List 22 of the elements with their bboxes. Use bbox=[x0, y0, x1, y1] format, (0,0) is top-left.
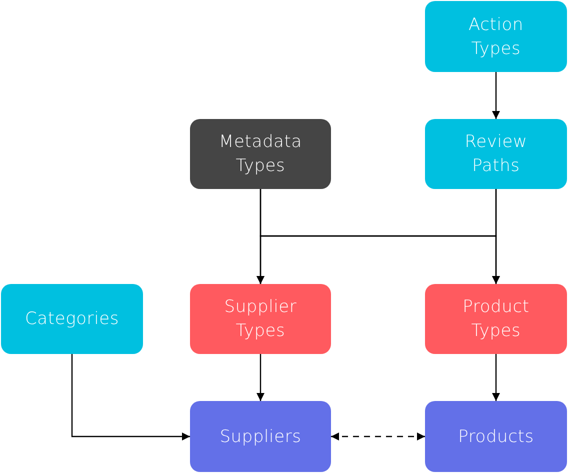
arrow bbox=[256, 354, 264, 401]
node-label: Suppliers bbox=[220, 426, 302, 448]
arrow bbox=[331, 432, 425, 440]
arrow bbox=[71, 354, 190, 440]
process-box bbox=[190, 119, 331, 189]
node-label: Action Types bbox=[467, 14, 525, 60]
node-label: Categories bbox=[24, 308, 120, 331]
process-box bbox=[190, 401, 331, 472]
node-label: Products bbox=[458, 426, 534, 448]
process-box bbox=[1, 284, 143, 354]
process-box bbox=[425, 284, 567, 354]
process-box bbox=[425, 119, 567, 189]
process-box bbox=[425, 1, 567, 72]
process-box bbox=[190, 284, 331, 354]
arrow bbox=[492, 189, 500, 284]
process-box bbox=[425, 401, 567, 472]
arrow bbox=[492, 72, 500, 119]
node-label: Product Types bbox=[462, 296, 530, 343]
node-label: Metadata Types bbox=[218, 131, 303, 178]
arrow bbox=[492, 354, 500, 401]
node-label: Supplier Types bbox=[223, 296, 298, 343]
node-label: Review Paths bbox=[464, 131, 528, 178]
